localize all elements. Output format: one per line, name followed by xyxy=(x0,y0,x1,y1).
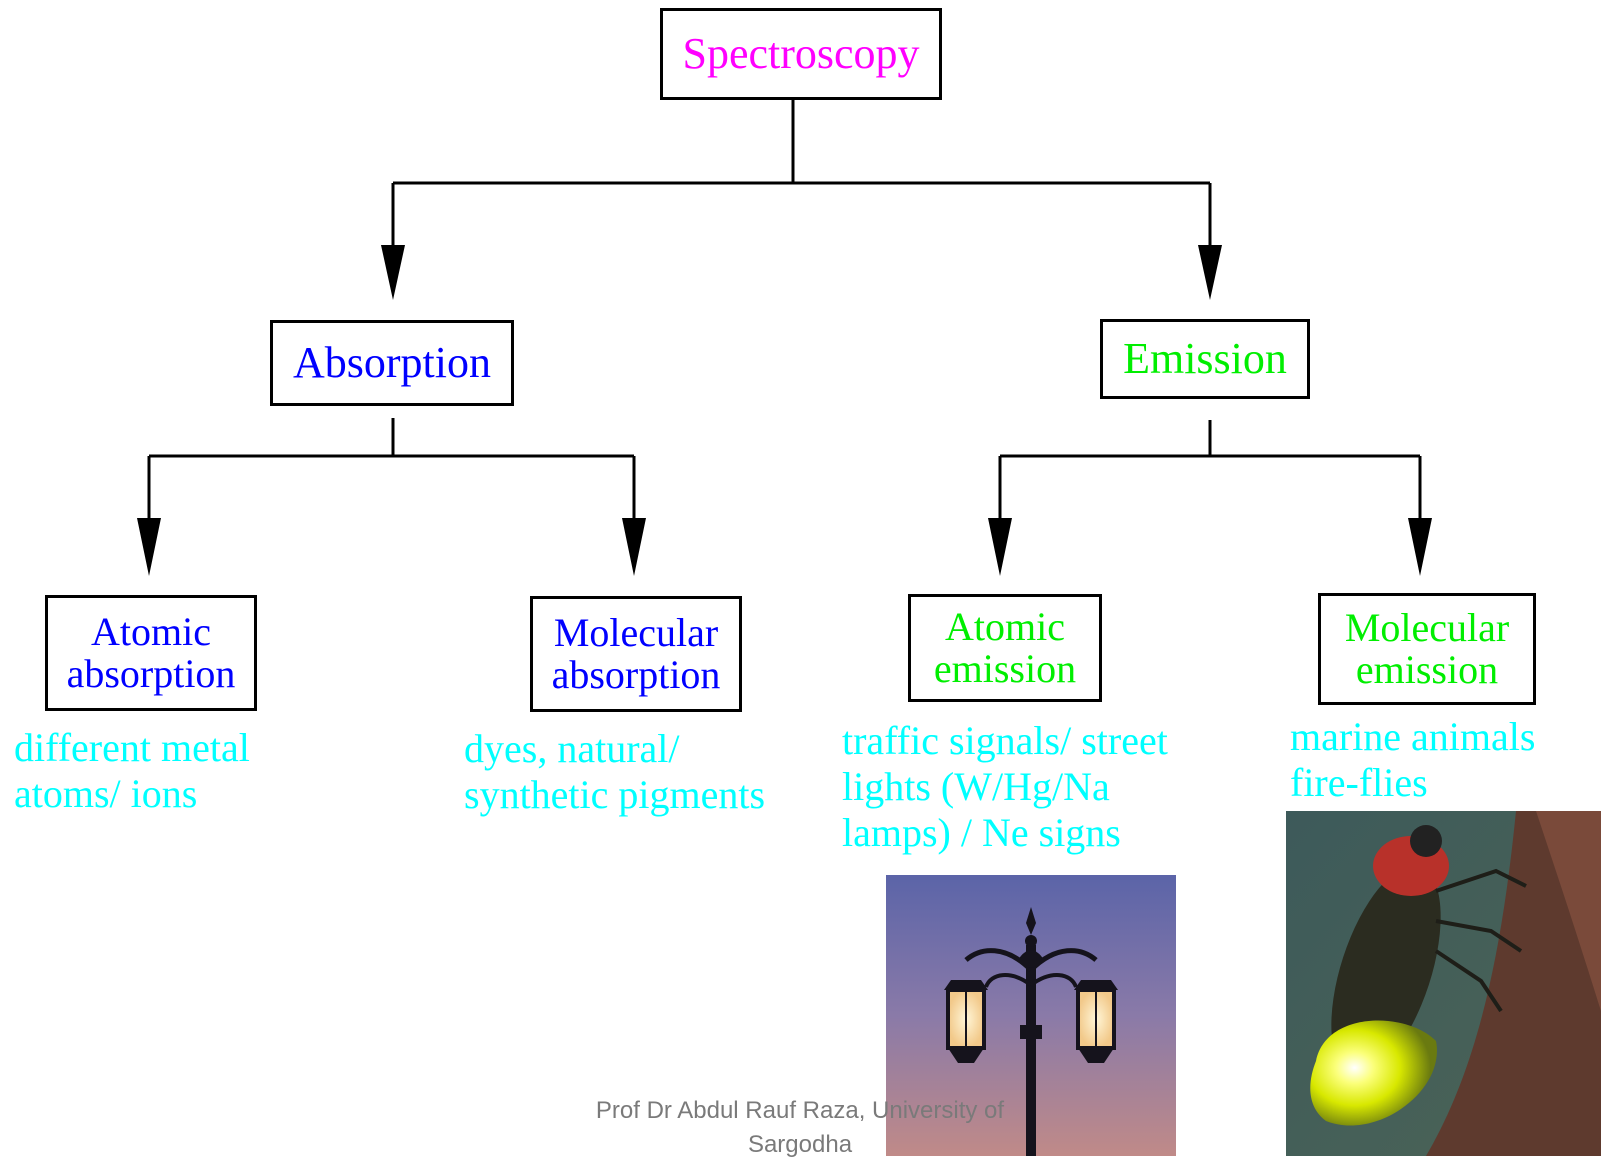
atomic-absorption-line1: Atomic xyxy=(91,609,211,654)
atomic-emission-node: Atomic emission xyxy=(908,594,1102,702)
caption-line: lights (W/Hg/Na xyxy=(842,764,1110,809)
footer-credit: Prof Dr Abdul Rauf Raza, University of S… xyxy=(540,1094,1060,1162)
atomic-emission-line1: Atomic xyxy=(945,604,1065,649)
atomic-absorption-node: Atomic absorption xyxy=(45,595,257,711)
absorption-node: Absorption xyxy=(270,320,514,406)
arrowhead xyxy=(622,518,646,576)
firefly-photo xyxy=(1286,811,1601,1156)
atomic-absorption-examples: different metal atoms/ ions xyxy=(14,725,250,817)
molecular-absorption-node: Molecular absorption xyxy=(530,596,742,712)
absorption-label: Absorption xyxy=(293,337,491,387)
emission-node: Emission xyxy=(1100,319,1310,399)
caption-line: different metal xyxy=(14,725,250,770)
caption-line: atoms/ ions xyxy=(14,771,198,816)
caption-line: traffic signals/ street xyxy=(842,718,1168,763)
atomic-emission-line2: emission xyxy=(933,646,1077,691)
spectroscopy-node: Spectroscopy xyxy=(660,8,942,100)
arrowhead xyxy=(137,518,161,576)
spectroscopy-label: Spectroscopy xyxy=(682,28,920,78)
molecular-emission-line1: Molecular xyxy=(1344,605,1510,650)
footer-line1: Prof Dr Abdul Rauf Raza, University of xyxy=(595,1097,1005,1124)
caption-line: synthetic pigments xyxy=(464,772,766,817)
emission-label: Emission xyxy=(1123,333,1287,383)
molecular-emission-node: Molecular emission xyxy=(1318,593,1536,705)
caption-line: dyes, natural/ xyxy=(464,726,680,771)
molecular-absorption-examples: dyes, natural/ synthetic pigments xyxy=(464,726,765,818)
arrowheads xyxy=(137,245,1432,576)
street-lamp-photo xyxy=(886,875,1176,1156)
atomic-absorption-line2: absorption xyxy=(66,651,236,696)
molecular-absorption-line2: absorption xyxy=(551,652,721,697)
footer-line2: Sargodha xyxy=(747,1131,853,1158)
arrowhead xyxy=(988,518,1012,576)
arrowhead xyxy=(1408,518,1432,576)
caption-line: fire-flies xyxy=(1290,760,1428,805)
arrowhead xyxy=(381,245,405,300)
caption-line: lamps) / Ne signs xyxy=(842,810,1121,855)
caption-line: marine animals xyxy=(1290,714,1536,759)
molecular-absorption-line1: Molecular xyxy=(553,610,719,655)
molecular-emission-examples: marine animals fire-flies xyxy=(1290,714,1535,806)
arrowhead xyxy=(1198,245,1222,300)
atomic-emission-examples: traffic signals/ street lights (W/Hg/Na … xyxy=(842,718,1168,856)
molecular-emission-line2: emission xyxy=(1355,647,1499,692)
